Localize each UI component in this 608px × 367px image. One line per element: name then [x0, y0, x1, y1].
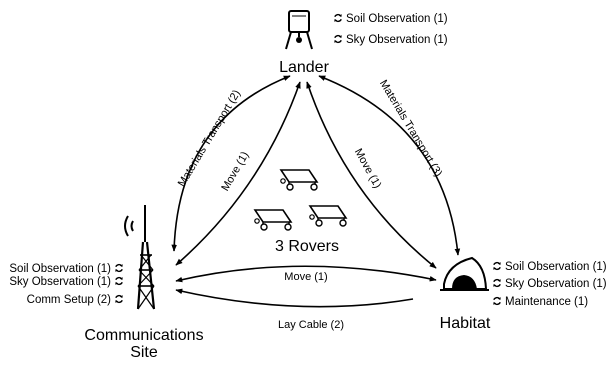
cycle-arrows-icon	[114, 294, 124, 304]
cycle-arrows-icon	[333, 13, 343, 23]
habitat-dome-icon	[440, 256, 489, 291]
svg-text:Sky Observation (1): Sky Observation (1)	[9, 276, 111, 288]
comms-task-3: Comm Setup (2)	[27, 294, 124, 306]
habitat-task-1: Soil Observation (1)	[492, 261, 607, 273]
rover-icon	[308, 205, 347, 227]
comms-label-line2: Site	[130, 344, 158, 361]
edge-lander-habitat-move	[306, 81, 437, 269]
svg-text:Maintenance (1): Maintenance (1)	[505, 296, 588, 308]
svg-text:Soil Observation (1): Soil Observation (1)	[505, 261, 607, 273]
rover-icon	[254, 209, 292, 231]
svg-text:Soil Observation (1): Soil Observation (1)	[346, 13, 448, 25]
svg-text:Soil Observation (1): Soil Observation (1)	[9, 263, 111, 275]
radio-tower-icon	[124, 205, 156, 310]
edge-habitat-comms-cable	[175, 288, 414, 308]
habitat-label: Habitat	[440, 315, 491, 332]
cycle-arrows-icon	[114, 263, 124, 273]
rovers-label: 3 Rovers	[275, 238, 339, 255]
edge-label-comms-habitat-move: Move (1)	[284, 271, 327, 283]
comms-task-1: Soil Observation (1)	[9, 263, 124, 275]
habitat-task-2: Sky Observation (1)	[492, 278, 607, 290]
lander-label: Lander	[279, 59, 329, 76]
cycle-arrows-icon	[492, 278, 502, 288]
edge-comms-lander-move	[175, 81, 301, 266]
lander-task-1: Soil Observation (1)	[333, 13, 448, 25]
cycle-arrows-icon	[114, 276, 124, 286]
svg-text:Sky Observation (1): Sky Observation (1)	[505, 278, 607, 290]
habitat-task-3: Maintenance (1)	[492, 296, 588, 308]
comms-label-line1: Communications	[84, 327, 203, 344]
edge-label-habitat-comms-cable: Lay Cable (2)	[278, 319, 344, 331]
comms-task-2: Sky Observation (1)	[9, 276, 124, 288]
svg-text:Sky Observation (1): Sky Observation (1)	[346, 34, 448, 46]
edge-label-lander-habitat-transport: Materials Transport (3)	[377, 78, 444, 179]
lander-task-2: Sky Observation (1)	[333, 34, 448, 46]
svg-text:Comm Setup (2): Comm Setup (2)	[27, 294, 112, 306]
cycle-arrows-icon	[492, 296, 502, 306]
cycle-arrows-icon	[333, 34, 343, 44]
lander-icon	[285, 10, 313, 50]
rover-icon	[279, 169, 318, 191]
edge-comms-habitat-move	[175, 265, 437, 283]
cycle-arrows-icon	[492, 261, 502, 271]
